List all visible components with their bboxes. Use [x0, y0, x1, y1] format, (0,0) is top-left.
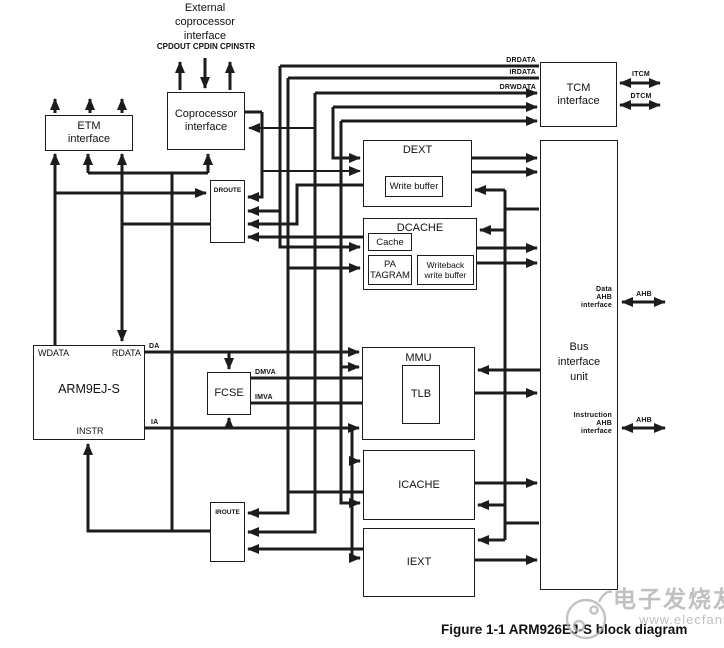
- arm9ejs-label: ARM9EJ-S: [58, 382, 120, 396]
- wdata-label: WDATA: [38, 348, 70, 358]
- dmva-label: DMVA: [255, 369, 276, 376]
- droute-box: DROUTE: [210, 180, 245, 243]
- icache-box: ICACHE: [363, 450, 475, 520]
- iroute-label: IROUTE: [215, 509, 240, 516]
- drdata-label: DRDATA: [506, 57, 536, 64]
- bus-interface-unit-box: [540, 140, 618, 590]
- arm9ejs-box: [33, 345, 145, 440]
- coprocessor-interface-box: Coprocessor interface: [167, 92, 245, 150]
- wire-dext-to-droute: [247, 183, 363, 229]
- mmu-label: MMU: [405, 352, 432, 364]
- write-buffer-box: Write buffer: [385, 176, 443, 197]
- instruction-ahb-interface-label: Instruction AHB interface: [573, 412, 612, 435]
- da-label: DA: [149, 343, 160, 350]
- ahb-instr-label: AHB: [636, 417, 652, 424]
- figure-caption: Figure 1-1 ARM926EJ-S block diagram: [441, 622, 688, 637]
- droute-label: DROUTE: [213, 187, 242, 194]
- wire-drwdata-riser: [247, 93, 317, 537]
- itcm-label: ITCM: [632, 71, 650, 78]
- writeback-write-buffer-label: Writeback write buffer: [424, 260, 467, 280]
- wire-coproc-to-droute: [247, 112, 264, 202]
- elecfans-logo-icon: [565, 590, 613, 640]
- instr-label: INSTR: [76, 426, 104, 436]
- drwdata-label: DRWDATA: [499, 84, 536, 91]
- ahb-data-label: AHB: [636, 291, 652, 298]
- wire-irdata-riser: [247, 78, 290, 518]
- imva-label: IMVA: [255, 394, 273, 401]
- write-buffer-label: Write buffer: [389, 181, 439, 192]
- coprocessor-interface-label: Coprocessor interface: [174, 108, 238, 133]
- wire-drdata-riser: [278, 66, 361, 252]
- dcache-label: DCACHE: [396, 222, 444, 234]
- wire-trunk-to-icache: [339, 367, 361, 508]
- rdata-label: RDATA: [111, 348, 141, 358]
- etm-interface-box: ETM interface: [45, 115, 133, 151]
- wire-instr-to-arm: [83, 443, 210, 533]
- tcm-interface-label: TCM interface: [557, 81, 600, 107]
- pa-tagram-label: PA TAGRAM: [370, 259, 410, 281]
- dext-label: DEXT: [402, 144, 433, 156]
- fcse-box: FCSE: [207, 372, 251, 415]
- cp-signals-label: CPDOUT CPDIN CPINSTR: [156, 42, 256, 51]
- ia-label: IA: [151, 419, 159, 426]
- cache-label: Cache: [376, 236, 404, 248]
- iext-label: IEXT: [406, 556, 432, 568]
- iext-box: IEXT: [363, 528, 475, 597]
- data-ahb-interface-label: Data AHB interface: [581, 286, 612, 309]
- tcm-interface-box: TCM interface: [540, 62, 617, 127]
- dtcm-label: DTCM: [630, 93, 652, 100]
- etm-interface-label: ETM interface: [67, 120, 111, 145]
- iroute-box: IROUTE: [210, 502, 245, 562]
- watermark-site-text: www.elecfans.com: [639, 612, 724, 627]
- tlb-label: TLB: [410, 388, 432, 400]
- watermark: 电子发烧友 www.elecfans.com: [563, 586, 724, 642]
- cache-box: Cache: [368, 233, 412, 251]
- irdata-label: IRDATA: [509, 69, 536, 76]
- pa-tagram-box: PA TAGRAM: [368, 255, 412, 285]
- watermark-brand-text: 电子发烧友: [613, 586, 724, 612]
- wire-ia-to-iext: [349, 428, 361, 563]
- writeback-write-buffer-box: Writeback write buffer: [417, 255, 474, 285]
- wire-trunk-to-dext: [331, 107, 361, 163]
- wire-rdata-to-etm: [117, 153, 210, 226]
- bus-interface-unit-label: Bus interface unit: [557, 341, 601, 383]
- icache-label: ICACHE: [398, 478, 440, 491]
- tlb-box: TLB: [402, 365, 440, 424]
- external-coprocessor-interface-label: External coprocessor interface: [175, 2, 235, 42]
- fcse-label: FCSE: [214, 387, 244, 399]
